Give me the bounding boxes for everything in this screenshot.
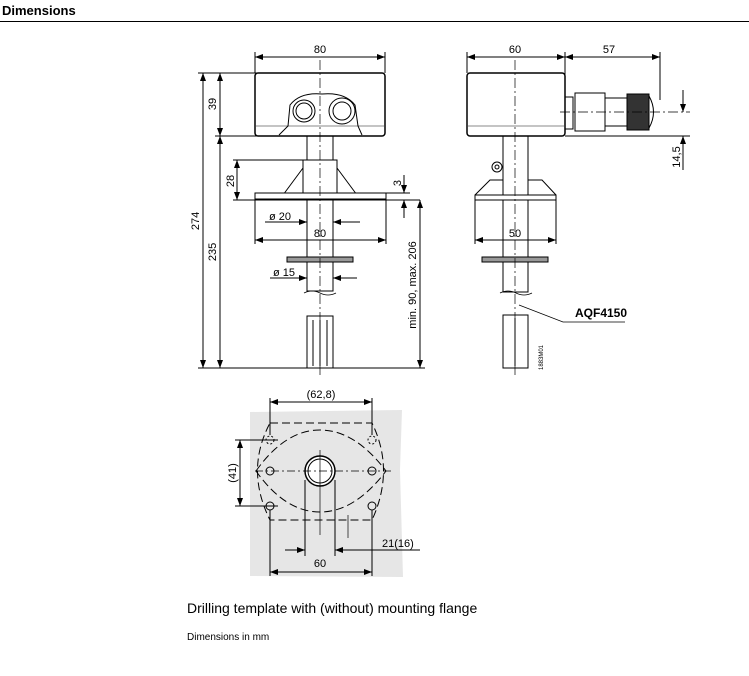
- dim-immersion-range: min. 90, max. 206: [407, 241, 419, 328]
- dim-gland-length: 57: [603, 44, 615, 56]
- dim-flange-width: 80: [314, 228, 326, 240]
- dim-total-height: 274: [190, 212, 202, 230]
- dim-lower-height: 235: [207, 243, 219, 261]
- housing-side: [466, 72, 566, 137]
- dim-gland-offset: 14,5: [671, 146, 683, 167]
- mounting-flange: [254, 192, 387, 200]
- dim-sensor-diameter: ø 15: [273, 267, 295, 279]
- figure-caption: Drilling template with (without) mountin…: [187, 600, 478, 616]
- dim-side-flange-width: 50: [509, 228, 521, 240]
- drawing-number: 1883M01: [539, 344, 545, 370]
- cable-gland-boss: [278, 93, 363, 136]
- front-view: [198, 52, 425, 375]
- dim-housing-height: 39: [207, 98, 219, 110]
- dim-housing-depth: 60: [509, 44, 521, 56]
- side-flange: [474, 194, 557, 201]
- dim-hole-spacing-x: (62,8): [307, 389, 336, 401]
- dim-hole-spacing-y: (41): [227, 463, 239, 483]
- wall-surface: [250, 410, 403, 577]
- dim-hole-diameter: 21(16): [382, 538, 414, 550]
- units-note: Dimensions in mm: [187, 632, 270, 643]
- model-label: AQF4150: [575, 306, 627, 320]
- drilling-template: [235, 398, 420, 577]
- dim-flange-thickness: 3: [392, 180, 404, 186]
- dim-front-width: 80: [314, 44, 326, 56]
- section-heading: Dimensions: [2, 3, 76, 18]
- dim-template-width: 60: [314, 558, 326, 570]
- dim-flange-height: 28: [225, 175, 237, 187]
- dim-tube-diameter: ø 20: [269, 211, 291, 223]
- side-view: [466, 52, 690, 375]
- heading-rule: [0, 21, 749, 22]
